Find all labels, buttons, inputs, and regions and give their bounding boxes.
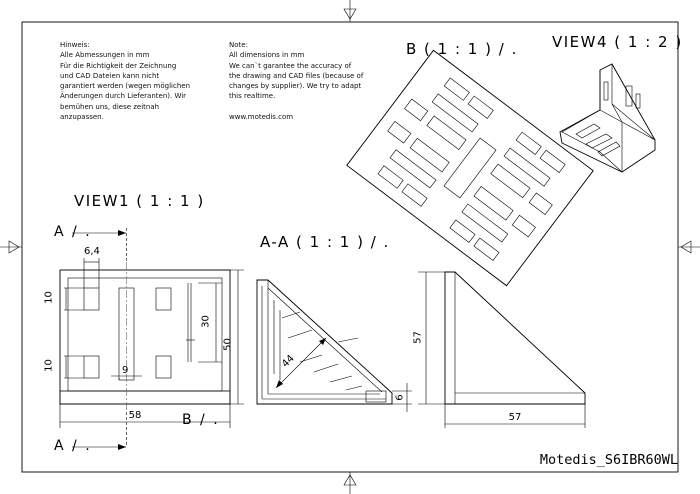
dim-slot-width: 9: [122, 365, 129, 376]
side-view: [418, 271, 586, 428]
view1-label: VIEW1 ( 1 : 1 ): [74, 192, 205, 210]
section-aa-view: [256, 279, 412, 412]
note-german: Hinweis: Alle Abmessungen in mm Für die …: [60, 41, 191, 122]
section-mark-b: B / .: [182, 412, 220, 428]
dim-hole-width: 6,4: [84, 246, 100, 257]
dim-height-50: 50: [222, 338, 234, 351]
view1-dimension-lines: [59, 228, 244, 450]
detail-b-view: [346, 49, 594, 287]
section-aa-label: A-A ( 1 : 1 ) / .: [260, 233, 390, 251]
dim-side-height-57: 57: [412, 331, 424, 344]
note-english: Note: All dimensions in mm We can`t gara…: [229, 41, 364, 122]
dim-thickness-6: 6: [394, 394, 406, 401]
part-name: Motedis_S6IBR60WL: [539, 452, 678, 468]
section-mark-a-top: A / .: [54, 224, 92, 240]
section-mark-a-bottom: A / .: [54, 438, 92, 454]
dim-side-width-57: 57: [508, 412, 522, 423]
detail-b-label: B ( 1 : 1 ) / .: [406, 40, 518, 58]
dim-slot-top: 10: [43, 291, 55, 304]
dim-center-30: 30: [200, 315, 212, 328]
view4-isometric: [559, 63, 656, 173]
dim-width-58: 58: [128, 410, 142, 421]
view4-label: VIEW4 ( 1 : 2 ): [552, 33, 683, 51]
dim-slot-bottom: 10: [43, 359, 55, 372]
view1-front-view: [59, 262, 231, 412]
